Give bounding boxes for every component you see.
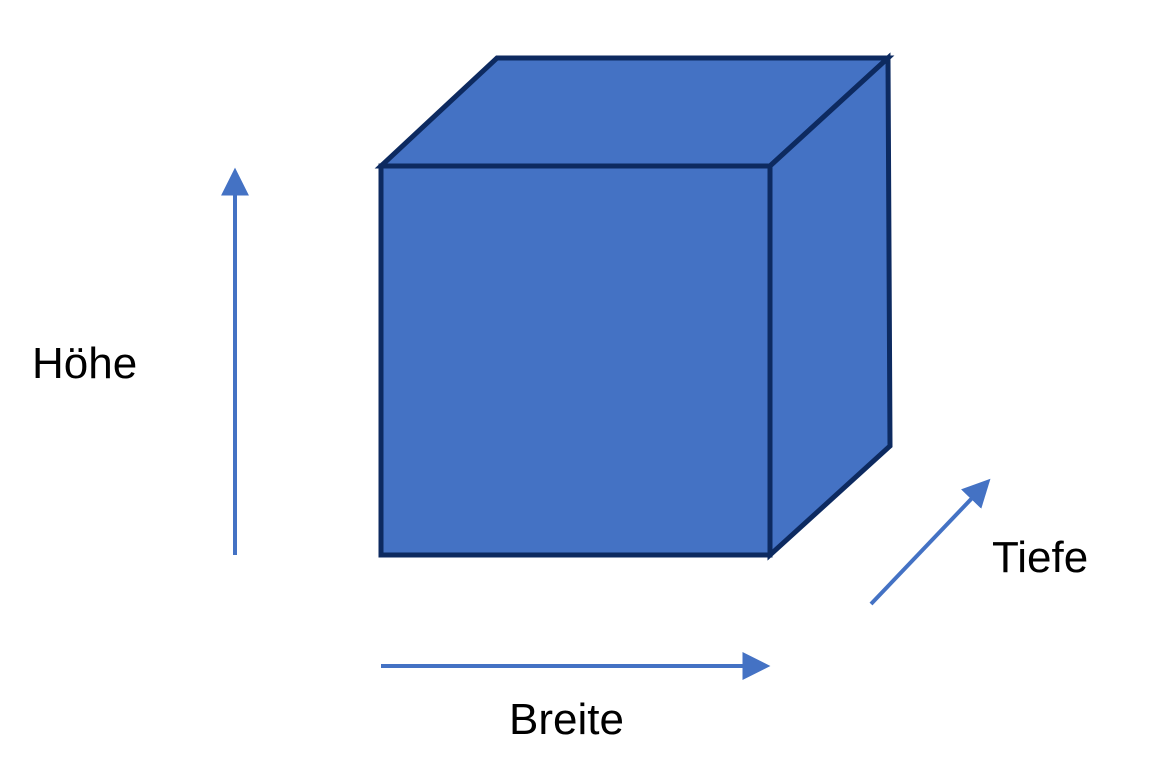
width-label: Breite — [509, 695, 624, 744]
height-label: Höhe — [32, 339, 137, 388]
cube — [374, 52, 895, 561]
cube-front-face — [378, 163, 773, 558]
depth-arrow — [869, 478, 991, 606]
depth-label: Tiefe — [992, 533, 1088, 582]
